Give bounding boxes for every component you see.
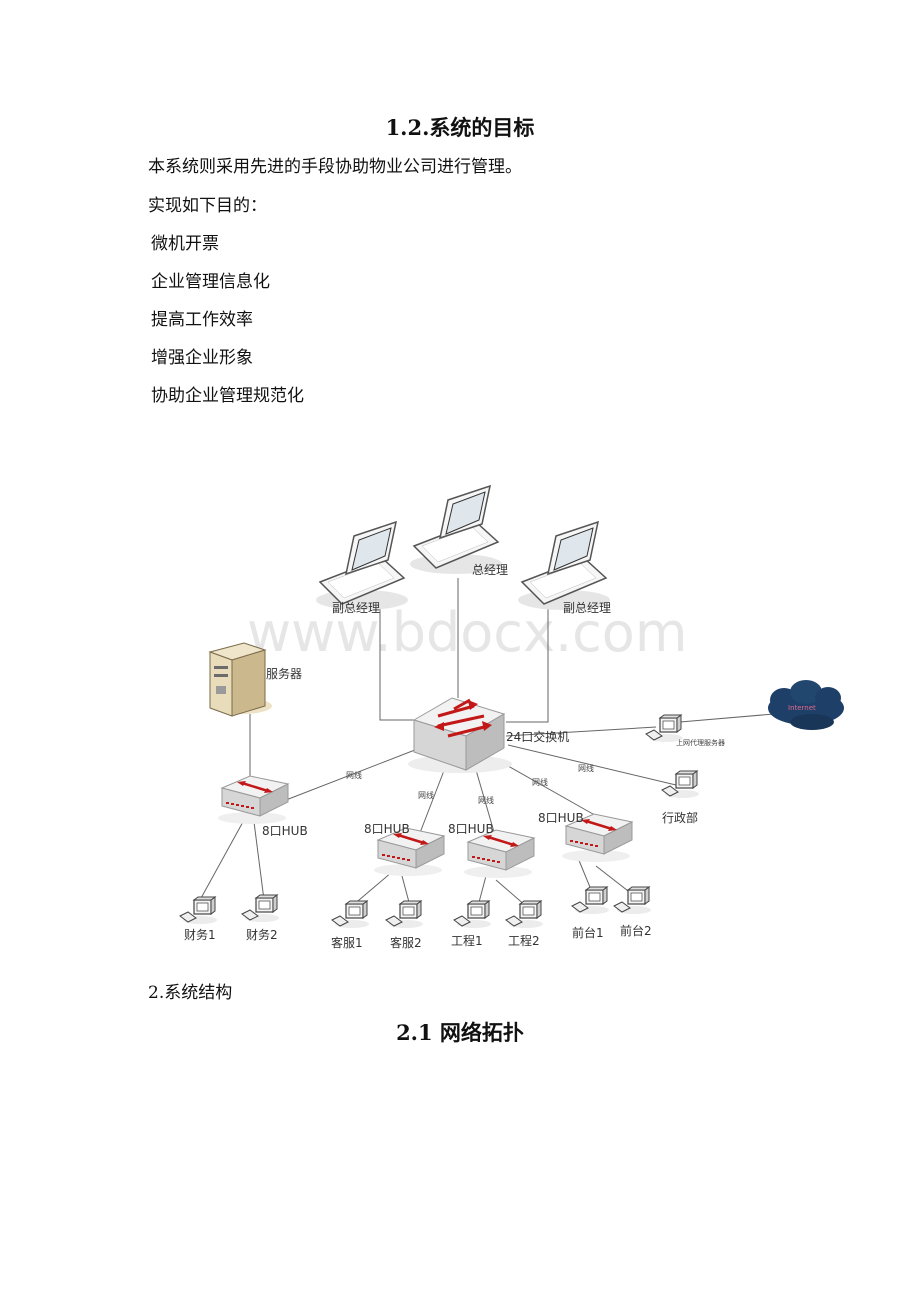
label-general-manager: 总经理 — [472, 563, 508, 577]
laptop-icon — [315, 521, 409, 611]
pc-icon-service-1 — [331, 900, 370, 929]
server-icon — [208, 642, 272, 717]
label-cable: 网线 — [532, 777, 548, 787]
label-deputy-gm-right: 副总经理 — [563, 601, 611, 615]
proxy-server-icon — [645, 714, 684, 743]
admin-pc-icon — [661, 770, 700, 799]
pc-icon-service-2 — [385, 900, 424, 929]
label-internet: Internet — [788, 704, 816, 712]
section-heading-topology: 2.1 网络拓扑 — [396, 1020, 524, 1045]
pc-icon-engineering-2 — [505, 900, 544, 929]
label-hub-front-desk: 8口HUB — [538, 811, 584, 825]
label-cable: 网线 — [578, 763, 594, 773]
label-front-desk-2: 前台2 — [620, 923, 652, 938]
label-finance-2: 财务2 — [246, 927, 278, 942]
label-front-desk-1: 前台1 — [572, 925, 604, 940]
label-admin-dept: 行政部 — [662, 810, 698, 825]
goal-item: 提高工作效率 — [151, 310, 253, 330]
goal-item: 微机开票 — [151, 234, 219, 254]
pc-icon-front-desk-1 — [571, 886, 610, 915]
pc-icon-finance-1 — [179, 896, 218, 925]
pc-icon-finance-2 — [241, 894, 280, 923]
label-server: 服务器 — [266, 666, 302, 681]
core-switch-icon — [408, 697, 512, 773]
pc-icon-front-desk-2 — [613, 886, 652, 915]
laptop-icon — [517, 521, 611, 611]
label-service-1: 客服1 — [331, 935, 363, 950]
label-hub-service: 8口HUB — [364, 822, 410, 836]
label-engineering-1: 工程1 — [451, 933, 483, 948]
goal-item: 企业管理信息化 — [151, 272, 270, 292]
section-2-title: 2.系统结构 — [148, 983, 233, 1003]
pc-icon-engineering-1 — [453, 900, 492, 929]
hub-icon-engineering — [462, 828, 536, 880]
label-hub-finance: 8口HUB — [262, 824, 308, 838]
goal-item: 协助企业管理规范化 — [151, 386, 304, 406]
section-heading-goals: 1.2.系统的目标 — [385, 115, 535, 140]
hub-icon-finance — [216, 774, 290, 826]
intro-paragraph: 本系统则采用先进的手段协助物业公司进行管理。 — [148, 157, 522, 177]
label-hub-engineering: 8口HUB — [448, 822, 494, 836]
label-engineering-2: 工程2 — [508, 933, 540, 948]
watermark-text: www.bdocx.com — [247, 601, 687, 664]
label-cable: 网线 — [478, 795, 494, 805]
label-cable: 网线 — [346, 770, 362, 780]
label-service-2: 客服2 — [390, 935, 422, 950]
goal-item: 增强企业形象 — [151, 348, 253, 368]
label-cable: 网线 — [418, 790, 434, 800]
label-24-port-switch: 24口交换机 — [506, 729, 569, 744]
internet-cloud-icon — [768, 680, 844, 730]
label-deputy-gm-left: 副总经理 — [332, 601, 380, 615]
label-finance-1: 财务1 — [184, 927, 216, 942]
label-proxy-server: 上网代理服务器 — [676, 738, 725, 747]
laptop-icon — [409, 485, 503, 575]
goals-lead: 实现如下目的： — [148, 196, 267, 216]
